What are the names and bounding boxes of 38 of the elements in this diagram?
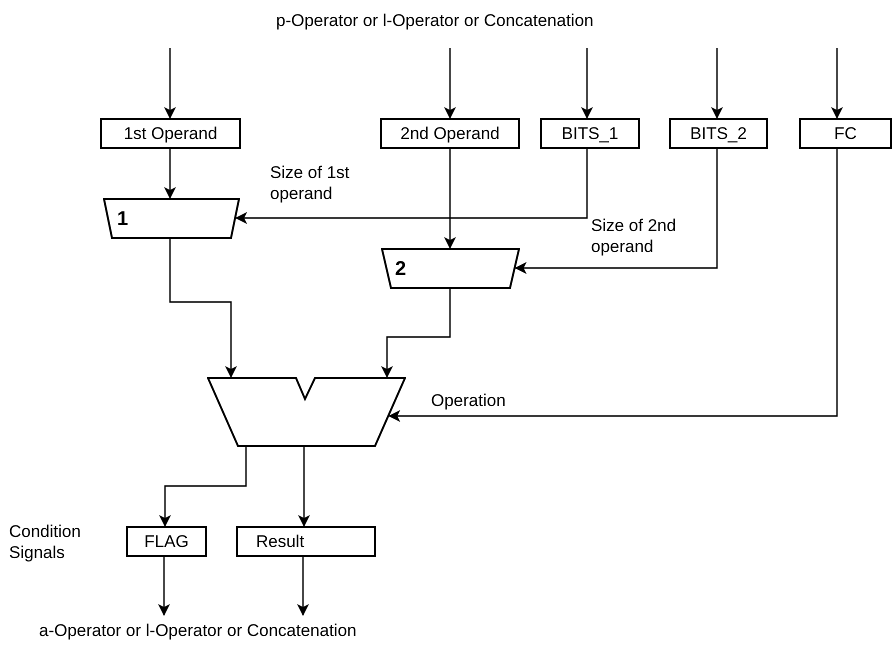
arrow — [444, 149, 456, 249]
shifter-block — [381, 248, 520, 289]
register-box — [126, 526, 207, 557]
register-label: 2nd Operand — [399, 123, 501, 144]
arrow — [514, 149, 718, 274]
arrow — [235, 149, 588, 224]
register-label: FLAG — [143, 531, 190, 552]
arrow — [711, 48, 723, 119]
arrow — [297, 557, 309, 616]
register-label: Result — [256, 531, 304, 552]
arrow — [159, 447, 247, 527]
arrow — [581, 48, 593, 119]
register-box — [236, 526, 376, 557]
note-label: p-Operator or l-Operator or Concatenation — [276, 10, 594, 31]
shifter-block — [103, 198, 240, 239]
arrow — [158, 557, 170, 616]
register-box — [540, 118, 640, 149]
arrow — [164, 149, 176, 199]
register-box — [669, 118, 768, 149]
arrow — [444, 48, 456, 119]
arrow — [381, 289, 451, 378]
arrow — [831, 48, 843, 119]
arrow — [164, 48, 176, 119]
side-label: Condition Signals — [9, 521, 82, 563]
block-number: 2 — [395, 257, 406, 281]
register-box — [100, 118, 241, 149]
register-label: 1st Operand — [122, 123, 218, 144]
io-label: a-Operator or l-Operator or Concatenation — [39, 620, 459, 641]
arrow — [388, 149, 838, 422]
arrow — [169, 239, 237, 378]
register-label: FC — [833, 123, 858, 144]
register-box — [380, 118, 520, 149]
register-label: BITS_1 — [560, 123, 620, 144]
alu-block — [207, 377, 406, 447]
block-number: 1 — [117, 207, 128, 231]
register-box — [799, 118, 892, 149]
arrow — [298, 447, 310, 527]
register-label: BITS_2 — [689, 123, 748, 144]
